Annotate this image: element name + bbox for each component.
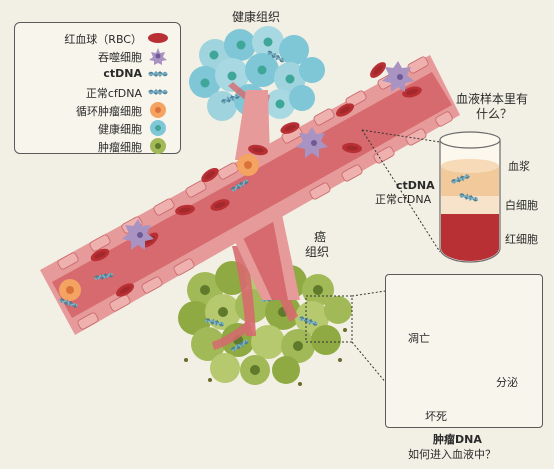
rbc-icon — [148, 33, 168, 43]
tumor-tissue-label-line1: 癌 — [314, 230, 327, 244]
healthy-tissue-label: 健康组织 — [232, 10, 281, 24]
legend-phagocyte-label: 吞噬细胞 — [98, 51, 142, 64]
question-label-line2: 什么？ — [476, 107, 513, 121]
tube-ctdna-label: ctDNA — [396, 179, 435, 192]
cfdna-helix-icon — [148, 88, 168, 96]
legend-healthy-cell-label: 健康细胞 — [98, 123, 142, 136]
dna-release-inset — [385, 274, 543, 428]
legend-item-ctdna: ctDNA — [15, 65, 180, 83]
legend-panel: 红血球（RBC） 吞噬细胞 ctDNA 正常cfDNA 循环肿瘤细胞 健康细胞 … — [14, 22, 181, 154]
legend-item-tumor-cell: 肿瘤细胞 — [15, 137, 180, 155]
legend-item-normal-cfdna: 正常cfDNA — [15, 83, 180, 101]
legend-item-ctc: 循环肿瘤细胞 — [15, 101, 180, 119]
apoptosis-label: 凋亡 — [408, 332, 430, 345]
plasma-label: 血浆 — [508, 160, 530, 173]
tumor-cell-icon — [150, 138, 166, 154]
legend-ctdna-label: ctDNA — [103, 67, 142, 80]
legend-ctc-label: 循环肿瘤细胞 — [76, 105, 142, 118]
inset-caption-line1: 肿瘤DNA — [433, 433, 482, 446]
phagocyte-icon — [149, 48, 167, 65]
inset-caption-line2: 如何进入血液中？ — [408, 448, 496, 461]
secretion-label: 分泌 — [496, 376, 518, 389]
legend-normal-cfdna-label: 正常cfDNA — [85, 87, 142, 100]
necrosis-label: 坏死 — [425, 410, 447, 423]
legend-item-healthy-cell: 健康细胞 — [15, 119, 180, 137]
tube-normal-cfdna-label: 正常cfDNA — [375, 193, 432, 206]
tumor-tissue-label-line2: 组织 — [305, 245, 330, 259]
healthy-cell-icon — [150, 120, 166, 136]
blood-vessel — [40, 55, 460, 335]
rbc-tube-label: 红细胞 — [505, 233, 538, 246]
ctdna-helix-icon — [148, 70, 168, 78]
wbc-label: 白细胞 — [505, 199, 538, 212]
test-tube — [439, 131, 501, 263]
zoom-box — [305, 295, 353, 343]
legend-tumor-cell-label: 肿瘤细胞 — [98, 141, 142, 154]
legend-rbc-label: 红血球（RBC） — [64, 33, 142, 46]
legend-item-phagocyte: 吞噬细胞 — [15, 47, 180, 65]
ctc-icon — [150, 102, 166, 118]
legend-item-rbc: 红血球（RBC） — [15, 29, 180, 47]
question-label-line1: 血液样本里有 — [456, 92, 529, 106]
